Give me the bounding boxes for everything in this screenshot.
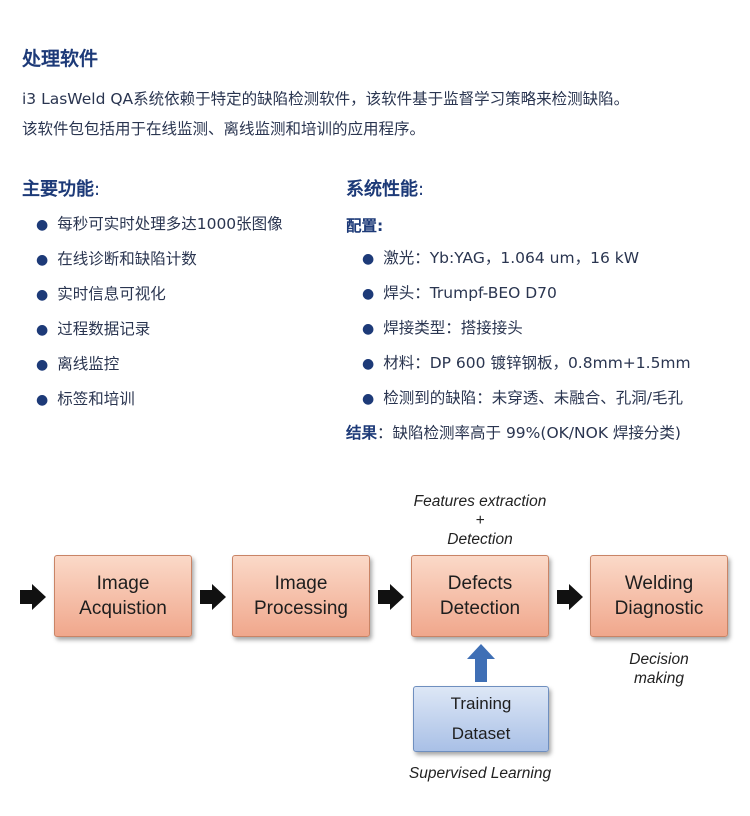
bullet-icon: ●: [362, 391, 375, 407]
box-line: Processing: [254, 598, 348, 619]
training-dataset-box: Training Dataset: [413, 686, 549, 752]
list-item: ● 焊接类型：搭接接头: [362, 314, 691, 349]
flow-arrow-icon: [20, 584, 46, 610]
features-heading-text: 主要功能: [22, 179, 94, 200]
note-line: +: [475, 512, 485, 529]
performance-heading: 系统性能:: [346, 175, 424, 201]
list-item: ● 激光：Yb:YAG，1.064 um，16 kW: [362, 244, 691, 279]
bullet-icon: ●: [362, 286, 375, 302]
up-arrow-icon: [467, 644, 495, 682]
list-item: ● 检测到的缺陷：未穿透、未融合、孔洞/毛孔: [362, 384, 691, 419]
box-line: Image: [96, 573, 150, 594]
result-label: 结果: [346, 424, 378, 442]
features-heading-colon: :: [94, 179, 101, 200]
box-line: Welding: [624, 573, 694, 594]
box-line: Diagnostic: [614, 598, 704, 619]
list-item: ● 过程数据记录: [36, 315, 283, 350]
bullet-icon: ●: [36, 252, 49, 268]
list-item: ● 标签和培训: [36, 385, 283, 420]
list-item: ● 实时信息可视化: [36, 280, 283, 315]
box-line: Acquistion: [79, 598, 167, 619]
spec-list: ● 激光：Yb:YAG，1.064 um，16 kW ● 焊头：Trumpf-BEO…: [362, 244, 691, 419]
note-line: Features extraction: [413, 493, 547, 510]
features-list: ● 每秒可实时处理多达1000张图像 ● 在线诊断和缺陷计数 ● 实时信息可视化 ● 过…: [36, 210, 283, 420]
bullet-icon: ●: [36, 357, 49, 373]
bullet-icon: ●: [36, 287, 49, 303]
feature-text: 过程数据记录: [57, 320, 151, 338]
list-item: ● 在线诊断和缺陷计数: [36, 245, 283, 280]
bullet-icon: ●: [36, 392, 49, 408]
list-item: ● 焊头：Trumpf-BEO D70: [362, 279, 691, 314]
flow-arrow-icon: [378, 584, 404, 610]
intro-line-1: i3 LasWeld QA系统依赖于特定的缺陷检测软件，该软件基于监督学习策略来…: [22, 90, 630, 108]
image-acquisition-box: Image Acquistion: [54, 555, 192, 637]
box-line: Defects: [447, 573, 513, 594]
feature-text: 离线监控: [57, 355, 120, 373]
bullet-icon: ●: [362, 356, 375, 372]
features-heading: 主要功能:: [22, 175, 100, 201]
list-item: ● 每秒可实时处理多达1000张图像: [36, 210, 283, 245]
intro-paragraph: i3 LasWeld QA系统依赖于特定的缺陷检测软件，该软件基于监督学习策略来…: [22, 84, 742, 144]
feature-text: 标签和培训: [57, 390, 135, 408]
performance-heading-colon: :: [418, 179, 425, 200]
list-item: ● 离线监控: [36, 350, 283, 385]
bullet-icon: ●: [362, 251, 375, 267]
bullet-icon: ●: [36, 217, 49, 233]
spec-text: 检测到的缺陷：未穿透、未融合、孔洞/毛孔: [383, 389, 683, 407]
features-extraction-note: Features extraction + Detection: [396, 492, 564, 549]
flow-arrow-icon: [200, 584, 226, 610]
note-line: Decision: [629, 651, 689, 668]
defects-detection-box: Defects Detection: [411, 555, 549, 637]
list-item: ● 材料：DP 600 镀锌钢板，0.8mm+1.5mm: [362, 349, 691, 384]
spec-text: 激光：Yb:YAG，1.064 um，16 kW: [383, 249, 640, 267]
config-label: 配置:: [346, 217, 384, 235]
box-line: Dataset: [451, 724, 511, 743]
performance-heading-text: 系统性能: [346, 179, 418, 200]
box-line: Detection: [439, 598, 521, 619]
box-line: Image: [274, 573, 328, 594]
note-line: making: [634, 670, 684, 687]
section-title: 处理软件: [22, 48, 99, 70]
feature-text: 每秒可实时处理多达1000张图像: [57, 215, 283, 233]
spec-text: 材料：DP 600 镀锌钢板，0.8mm+1.5mm: [383, 354, 691, 372]
flow-arrow-icon: [557, 584, 583, 610]
welding-diagnostic-box: Welding Diagnostic: [590, 555, 728, 637]
bullet-icon: ●: [36, 322, 49, 338]
result-line: 结果：缺陷检测率高于 99%(OK/NOK 焊接分类): [346, 421, 681, 443]
supervised-learning-note: Supervised Learning: [408, 765, 552, 782]
decision-making-note: Decision making: [600, 650, 718, 688]
feature-text: 实时信息可视化: [57, 285, 166, 303]
note-line: Detection: [447, 531, 513, 548]
spec-text: 焊接类型：搭接接头: [383, 319, 523, 337]
intro-line-2: 该软件包包括用于在线监测、离线监测和培训的应用程序。: [22, 120, 426, 138]
image-processing-box: Image Processing: [232, 555, 370, 637]
feature-text: 在线诊断和缺陷计数: [57, 250, 197, 268]
bullet-icon: ●: [362, 321, 375, 337]
spec-text: 焊头：Trumpf-BEO D70: [383, 284, 557, 302]
result-text: ：缺陷检测率高于 99%(OK/NOK 焊接分类): [377, 424, 681, 442]
box-line: Training: [450, 694, 512, 713]
